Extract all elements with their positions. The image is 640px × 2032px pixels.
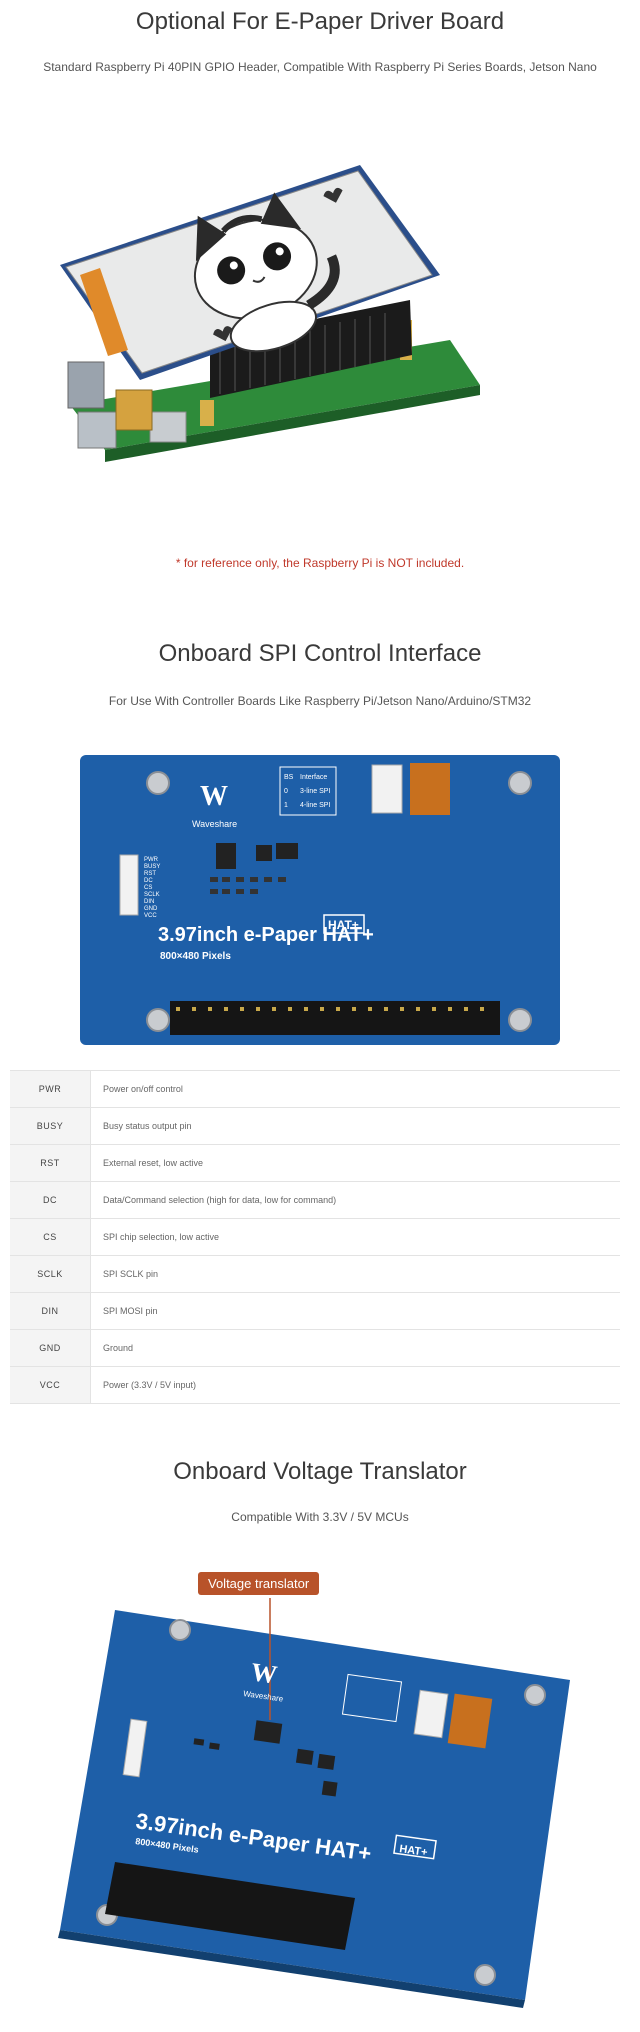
pin-description: SPI MOSI pin — [103, 1306, 158, 1316]
pin-name: GND — [10, 1330, 91, 1366]
pin-name: CS — [10, 1219, 91, 1255]
hat-badge: HAT+ — [328, 918, 359, 932]
pin-description: Data/Command selection (high for data, l… — [103, 1195, 337, 1205]
pin-description: Power (3.3V / 5V input) — [103, 1380, 197, 1390]
board-product-name: 3.97inch e-Paper HAT+ — [158, 924, 374, 946]
section2-subtitle: For Use With Controller Boards Like Rasp… — [108, 694, 532, 708]
table-row: DC Data/Command selection (high for data… — [10, 1182, 620, 1219]
epaper-on-raspberry-pi-image — [60, 165, 480, 462]
switch-col2: Interface — [300, 774, 327, 781]
svg-text:W: W — [200, 781, 228, 812]
voltage-translator-callout: Voltage translator — [198, 1572, 320, 1595]
table-row: VCC Power (3.3V / 5V input) — [10, 1367, 620, 1404]
switch-r2a: 1 — [284, 802, 288, 809]
reference-note: * for reference only, the Raspberry Pi i… — [175, 556, 465, 570]
pin-label-7: GND — [144, 906, 158, 912]
section3-subtitle: Compatible With 3.3V / 5V MCUs — [231, 1510, 409, 1524]
table-row: CS SPI chip selection, low active — [10, 1219, 620, 1256]
pin-name: VCC — [10, 1367, 91, 1403]
pin-name: DC — [10, 1182, 91, 1218]
table-row: GND Ground — [10, 1330, 620, 1367]
pin-description: External reset, low active — [103, 1158, 204, 1168]
spi-board-image: W Waveshare BS Interface 0 3-line SPI 1 … — [80, 755, 560, 1045]
section3-title: Onboard Voltage Translator — [173, 1458, 467, 1485]
table-row: PWR Power on/off control — [10, 1071, 620, 1108]
board-brand: Waveshare — [192, 819, 237, 829]
pin-description: Ground — [103, 1343, 134, 1353]
pin-description: SPI SCLK pin — [103, 1269, 159, 1279]
pin-table: PWR Power on/off control BUSY Busy statu… — [10, 1070, 620, 1404]
pin-label-6: DIN — [144, 899, 154, 905]
switch-r1b: 3-line SPI — [300, 788, 330, 795]
table-row: RST External reset, low active — [10, 1145, 620, 1182]
switch-r2b: 4-line SPI — [300, 802, 330, 809]
pin-label-5: SCLK — [144, 892, 160, 898]
pin-name: RST — [10, 1145, 91, 1181]
pin-description: SPI chip selection, low active — [103, 1232, 220, 1242]
section1-title: Optional For E-Paper Driver Board — [135, 8, 505, 35]
board-resolution: 800×480 Pixels — [160, 951, 231, 962]
table-row: DIN SPI MOSI pin — [10, 1293, 620, 1330]
pin-description: Busy status output pin — [103, 1121, 192, 1131]
section2-title: Onboard SPI Control Interface — [158, 640, 482, 667]
voltage-translator-board-image: W Waveshare 3.97inch e-Paper HAT+ HAT+ 8… — [58, 1598, 570, 2008]
table-row: BUSY Busy status output pin — [10, 1108, 620, 1145]
pin-label-3: DC — [144, 878, 153, 884]
pin-label-8: VCC — [144, 913, 157, 919]
pin-name: SCLK — [10, 1256, 91, 1292]
svg-text:W: W — [249, 1657, 279, 1689]
pin-name: PWR — [10, 1071, 91, 1107]
pin-label-2: RST — [144, 871, 156, 877]
switch-r1a: 0 — [284, 788, 288, 795]
pin-label-1: BUSY — [144, 864, 160, 870]
pin-name: BUSY — [10, 1108, 91, 1144]
pin-name: DIN — [10, 1293, 91, 1329]
board3-hat-badge: HAT+ — [399, 1843, 429, 1859]
switch-header: BS — [284, 774, 294, 781]
section1-subtitle: Standard Raspberry Pi 40PIN GPIO Header,… — [43, 60, 597, 74]
table-row: SCLK SPI SCLK pin — [10, 1256, 620, 1293]
pin-label-4: CS — [144, 885, 152, 891]
pin-description: Power on/off control — [103, 1084, 183, 1094]
pin-label-0: PWR — [144, 857, 159, 863]
